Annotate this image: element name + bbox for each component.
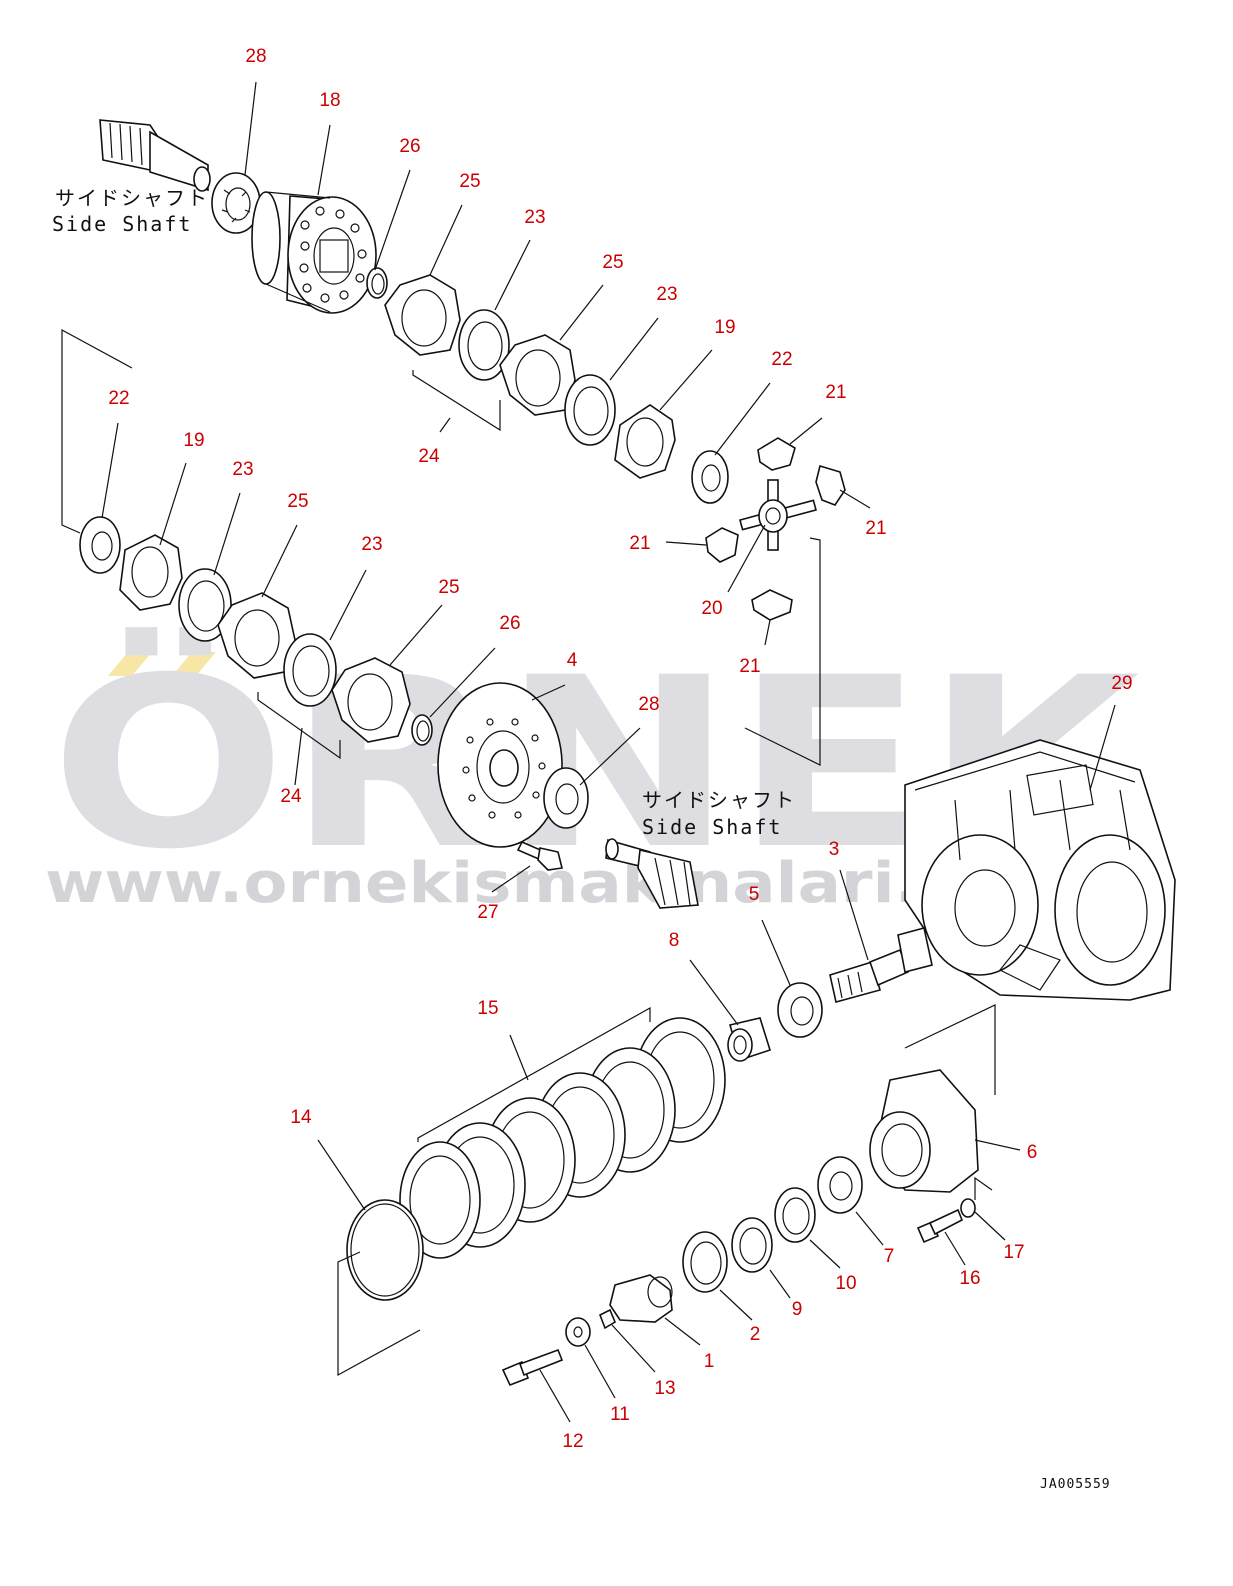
thrust-ring-upper — [614, 404, 676, 479]
callout-28-upper: 28 — [245, 46, 266, 67]
callout-24-lower: 24 — [280, 786, 302, 807]
watermark: ÖRNEK www.ornekismakinalari.com.tr — [45, 626, 1155, 916]
differential-case — [251, 191, 377, 314]
callout-25-b: 25 — [602, 252, 623, 273]
callout-26-upper: 26 — [399, 136, 420, 157]
callout-12: 12 — [562, 1431, 583, 1452]
callout-21-d: 21 — [739, 656, 760, 677]
bearing-7 — [817, 1156, 863, 1214]
callout-22-left: 22 — [108, 388, 129, 409]
watermark-accent-mark — [108, 652, 152, 676]
callout-16: 16 — [959, 1268, 980, 1289]
callout-25-c: 25 — [287, 491, 308, 512]
callout-2: 2 — [750, 1324, 761, 1345]
callout-28-lower: 28 — [638, 694, 659, 715]
lower-side-shaft — [605, 838, 699, 909]
pinion-shaft — [829, 927, 933, 1003]
callout-18: 18 — [319, 90, 340, 111]
washer-17 — [960, 1198, 976, 1218]
spider — [739, 479, 817, 551]
callout-6: 6 — [1027, 1142, 1038, 1163]
callout-13: 13 — [654, 1378, 675, 1399]
coupling — [609, 1274, 673, 1323]
callout-26-lower: 26 — [499, 613, 520, 634]
lower-clutch-pack — [178, 568, 411, 743]
callout-labels: 28 18 26 25 23 25 23 19 22 21 21 21 20 2… — [108, 46, 1132, 1452]
bearing-lower — [543, 767, 589, 829]
callout-1: 1 — [704, 1351, 715, 1372]
callout-22-upper: 22 — [771, 349, 792, 370]
spacer-8 — [727, 1017, 771, 1062]
side-shaft-caption-en-lower: Side Shaft — [642, 815, 782, 839]
upper-clutch-pack — [384, 274, 616, 446]
leader-lines — [61, 81, 1116, 1423]
callout-24-upper: 24 — [418, 446, 440, 467]
carrier-housing — [869, 1069, 979, 1193]
side-shaft-caption-en: Side Shaft — [52, 212, 192, 236]
side-gear-upper — [691, 450, 729, 504]
callout-27: 27 — [477, 902, 498, 923]
callout-23-c: 23 — [232, 459, 253, 480]
callout-14: 14 — [290, 1107, 312, 1128]
callout-29: 29 — [1111, 673, 1132, 694]
callout-21-c: 21 — [629, 533, 650, 554]
callout-7: 7 — [884, 1246, 895, 1267]
side-shaft-caption-jp: サイドシャフト — [55, 186, 209, 210]
upper-side-shaft — [99, 119, 211, 192]
callout-23-b: 23 — [656, 284, 677, 305]
pinion-gears — [705, 437, 846, 621]
side-shaft-caption-jp-lower: サイドシャフト — [642, 788, 796, 812]
brake-pack — [399, 1017, 726, 1259]
ring-gear-plate — [437, 682, 563, 848]
callout-4: 4 — [567, 650, 578, 671]
callout-21-a: 21 — [825, 382, 846, 403]
drawing-code: JA005559 — [1040, 1477, 1111, 1492]
callout-3: 3 — [829, 839, 840, 860]
washer-11 — [565, 1317, 591, 1347]
bolt-27 — [516, 840, 563, 871]
callout-21-b: 21 — [865, 518, 886, 539]
o-ring-13 — [598, 1308, 617, 1330]
callout-10: 10 — [835, 1273, 856, 1294]
thrust-ring-left — [119, 534, 183, 611]
axle-housing — [904, 739, 1176, 1001]
callout-17: 17 — [1003, 1242, 1024, 1263]
bolt-16 — [916, 1208, 964, 1244]
callout-11: 11 — [610, 1404, 630, 1425]
bolt-12 — [501, 1348, 564, 1387]
callout-25-d: 25 — [438, 577, 459, 598]
callout-19-left: 19 — [183, 430, 204, 451]
callout-8: 8 — [669, 930, 680, 951]
o-ring — [346, 1199, 424, 1301]
side-gear-left — [79, 516, 121, 574]
callout-15: 15 — [477, 998, 498, 1019]
callout-25-a: 25 — [459, 171, 480, 192]
callout-23-a: 23 — [524, 207, 545, 228]
callout-5: 5 — [749, 884, 760, 905]
callout-20: 20 — [701, 598, 722, 619]
watermark-accent-mark — [172, 652, 216, 676]
bearing-5 — [777, 982, 823, 1038]
callout-9: 9 — [792, 1299, 803, 1320]
callout-23-d: 23 — [361, 534, 382, 555]
callout-19-upper: 19 — [714, 317, 735, 338]
